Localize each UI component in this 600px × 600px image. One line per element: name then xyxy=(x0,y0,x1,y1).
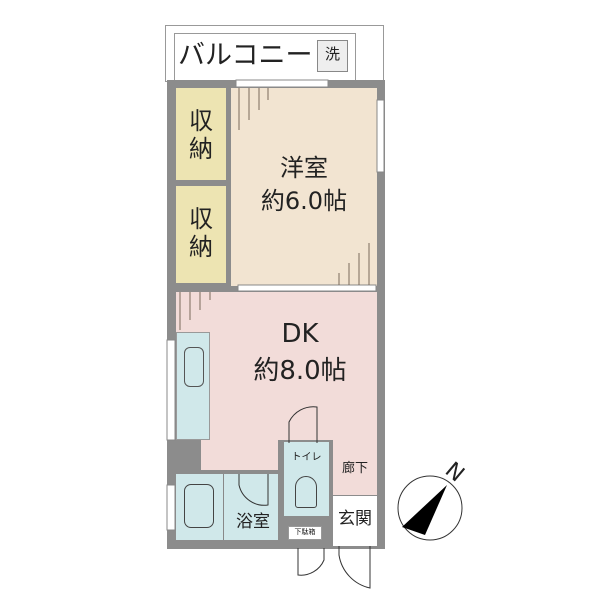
compass-icon xyxy=(397,475,463,541)
floor-hatch xyxy=(179,88,370,330)
shoe-cabinet-label: 下駄箱 xyxy=(294,528,316,536)
shoe-cabinet xyxy=(288,526,322,540)
western-sliding-door xyxy=(237,284,377,292)
bath-door xyxy=(238,474,269,506)
western-room xyxy=(231,88,377,286)
western-room-size: 約6.0帖 xyxy=(260,187,348,215)
cabinet-door xyxy=(297,548,325,576)
bathroom xyxy=(176,474,278,540)
dk-size: 約8.0帖 xyxy=(253,356,347,386)
western-room-name: 洋室 xyxy=(280,154,328,182)
entrance-label: 玄関 xyxy=(338,509,372,529)
storage-1-label: 収 納 xyxy=(189,107,213,163)
kitchen-counter xyxy=(176,332,210,440)
storage-1 xyxy=(176,88,226,180)
dk-name: DK xyxy=(281,319,319,349)
entrance-door xyxy=(338,546,371,589)
bathroom-label: 浴室 xyxy=(236,512,270,532)
washer-space xyxy=(317,40,348,72)
kitchen-window xyxy=(166,339,176,441)
bath-window xyxy=(166,484,176,531)
storage-2 xyxy=(176,186,226,283)
hallway xyxy=(333,439,377,495)
balcony-window xyxy=(235,79,329,88)
toilet-door xyxy=(288,406,318,443)
storage-2-label: 収 納 xyxy=(189,205,213,261)
balcony-label: バルコニー xyxy=(178,40,313,71)
hallway-label: 廊下 xyxy=(341,461,368,476)
toilet-bowl-icon xyxy=(295,476,317,508)
bathtub-inner xyxy=(184,484,214,528)
washer-label: 洗 xyxy=(324,45,340,63)
sink-icon xyxy=(184,347,204,387)
entrance xyxy=(333,496,377,546)
toilet-label: トイレ xyxy=(291,452,322,463)
east-window xyxy=(376,99,385,173)
bathtub-icon xyxy=(176,474,224,540)
dk-room-lower xyxy=(201,439,278,470)
